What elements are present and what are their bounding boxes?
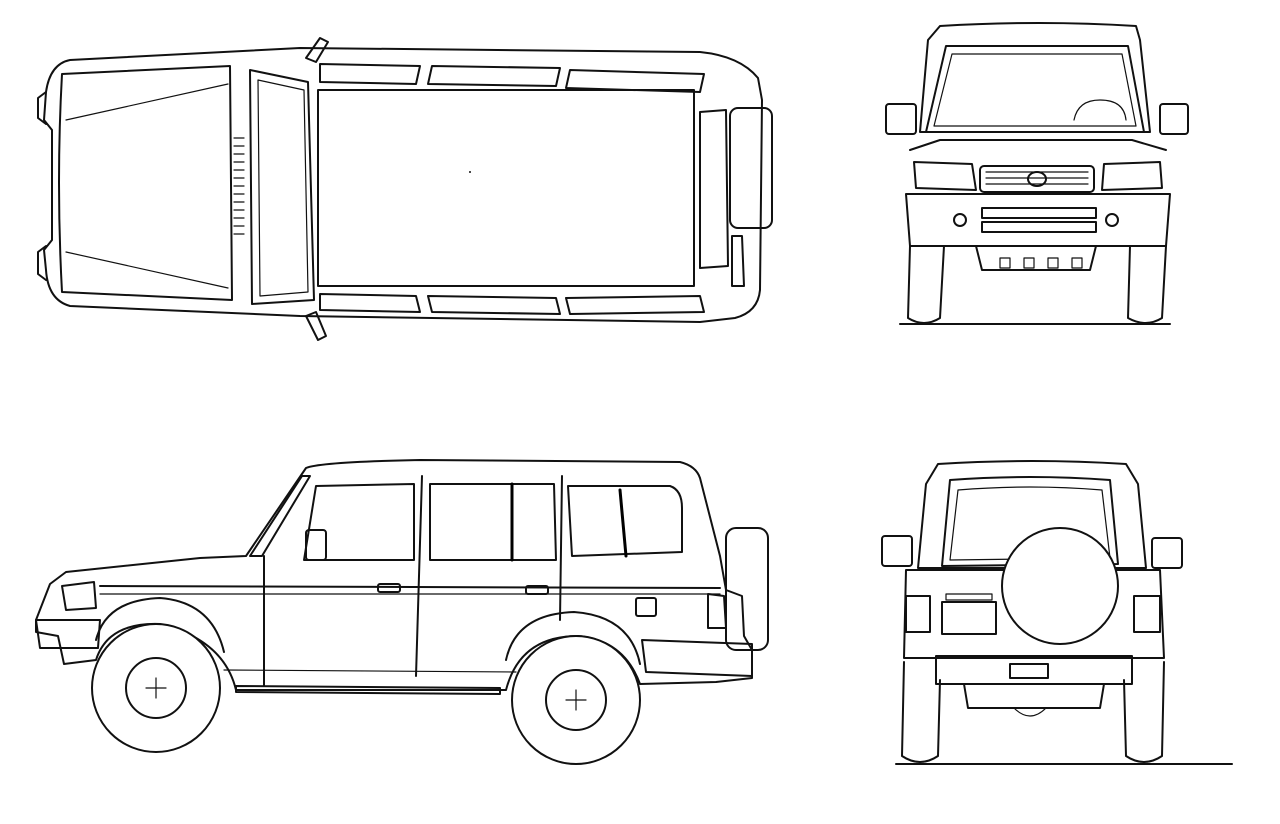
rear-left-taillight xyxy=(905,595,931,633)
side-b-pillar xyxy=(415,475,423,677)
top-windshield-inner xyxy=(257,79,309,297)
side-taillight xyxy=(707,593,727,629)
front-badge-icon xyxy=(1027,171,1047,187)
side-rear-wheel-arch xyxy=(505,611,641,665)
side-c-pillar-door xyxy=(559,475,563,621)
side-front-door-handle xyxy=(377,583,401,593)
front-right-tire xyxy=(1127,245,1167,324)
top-right-mirror xyxy=(305,311,327,341)
rear-right-taillight xyxy=(1133,595,1161,633)
top-rear-door xyxy=(699,109,729,269)
top-view xyxy=(37,37,773,341)
top-roof-panel xyxy=(317,89,695,287)
front-right-mirror xyxy=(1159,103,1189,135)
front-hood-edge xyxy=(909,139,1167,151)
side-quarter-window xyxy=(567,485,683,557)
side-rear-bumper xyxy=(641,639,753,677)
top-right-windows xyxy=(319,293,705,315)
front-bumper-slot-lower xyxy=(981,221,1097,233)
top-windshield xyxy=(249,69,315,305)
rear-window-inner xyxy=(949,486,1111,561)
top-left-windows xyxy=(319,63,705,93)
rear-right-tire xyxy=(1123,661,1165,763)
side-rear-window xyxy=(429,483,557,561)
top-left-mirror xyxy=(305,37,329,63)
rear-roof xyxy=(917,460,1147,569)
front-tow-hooks xyxy=(999,257,1083,269)
front-skid-plate xyxy=(975,245,1097,271)
side-front-hub xyxy=(125,657,187,719)
side-front-wheel-arch xyxy=(95,597,225,653)
rear-right-mirror xyxy=(1151,537,1183,569)
side-rear-door-handle xyxy=(525,585,549,595)
side-view xyxy=(35,459,769,765)
side-windshield xyxy=(249,475,311,557)
front-roof xyxy=(919,22,1151,133)
front-right-foglight xyxy=(1105,213,1119,227)
rear-handle xyxy=(945,593,993,601)
side-quarter-pillar xyxy=(618,488,628,558)
top-rear-hinge xyxy=(731,235,745,287)
front-bumper xyxy=(905,193,1171,247)
front-left-tire xyxy=(907,245,945,324)
top-hood-crease xyxy=(65,83,229,289)
front-rearview-mirror xyxy=(1073,99,1127,121)
top-body-outline xyxy=(43,47,763,323)
side-spare-tire xyxy=(725,527,769,651)
front-left-mirror xyxy=(885,103,917,135)
front-left-headlight xyxy=(913,161,977,191)
front-left-foglight xyxy=(953,213,967,227)
rear-left-tire xyxy=(901,661,941,763)
front-windshield xyxy=(925,45,1145,133)
side-headlight xyxy=(61,581,97,611)
front-grille xyxy=(979,165,1095,193)
top-front-bumper xyxy=(37,91,47,281)
side-rear-hub xyxy=(545,669,607,731)
front-right-headlight xyxy=(1101,161,1163,191)
top-spare-tire xyxy=(729,107,773,229)
rear-left-mirror xyxy=(881,535,913,567)
rear-differential xyxy=(963,683,1105,709)
side-lower-stripe xyxy=(223,669,517,673)
top-cowl-vents xyxy=(233,137,245,235)
rear-spare-tire xyxy=(1001,527,1119,645)
rear-bumper xyxy=(935,655,1133,685)
side-mirror xyxy=(305,529,327,561)
front-bumper-slot-upper xyxy=(981,207,1097,219)
rear-view xyxy=(881,460,1233,765)
rear-window xyxy=(941,476,1119,567)
rear-license-frame xyxy=(941,601,997,635)
front-view xyxy=(885,22,1189,325)
side-running-board xyxy=(235,685,501,695)
rear-exhaust xyxy=(1013,707,1047,717)
front-windshield-inner xyxy=(933,53,1137,127)
side-fuel-cap xyxy=(635,597,657,617)
side-front-window xyxy=(303,483,415,561)
rear-license-plate xyxy=(1009,663,1049,679)
top-hood xyxy=(58,65,233,301)
side-beltline xyxy=(99,585,721,589)
side-front-bumper xyxy=(35,619,101,649)
front-grille-bars xyxy=(985,171,1089,185)
